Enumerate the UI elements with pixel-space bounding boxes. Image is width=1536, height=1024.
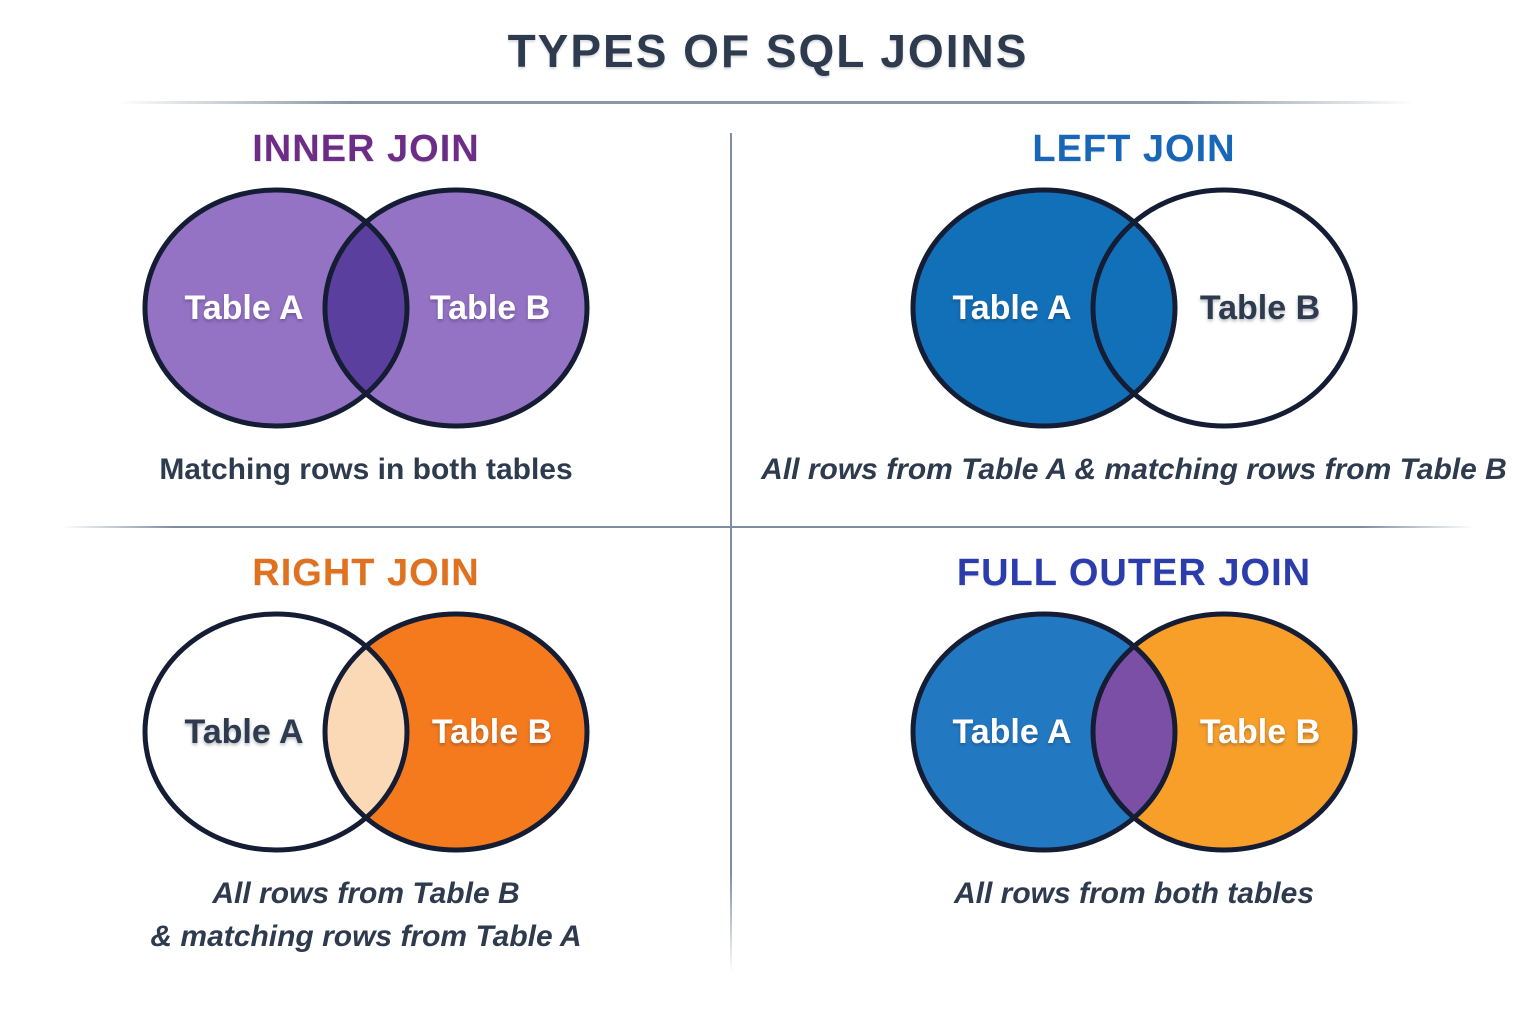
quadrant-right-join: RIGHT JOIN Table A Table B All rows from… xyxy=(0,527,732,1024)
table-a-label: Table A xyxy=(952,289,1071,327)
quadrant-grid: INNER JOIN Table A Table B Matching rows… xyxy=(0,103,1536,1024)
circle-b-outline xyxy=(1090,187,1358,429)
inner-join-title: INNER JOIN xyxy=(252,128,480,170)
caption-line: All rows from Table B xyxy=(212,876,520,910)
table-b-label: Table B xyxy=(1200,713,1320,751)
caption-line: Matching rows in both tables xyxy=(159,452,573,486)
table-b-label: Table B xyxy=(430,289,550,327)
right-join-title: RIGHT JOIN xyxy=(252,552,480,594)
quadrant-left-join: LEFT JOIN Table A Table B All rows from … xyxy=(732,103,1536,527)
circle-b-outline xyxy=(1090,611,1358,853)
caption-line: All rows from Table A & matching rows fr… xyxy=(761,452,1507,486)
table-a-label: Table A xyxy=(184,289,303,327)
table-b-label: Table B xyxy=(432,713,552,751)
quadrant-full-outer-join: FULL OUTER JOIN Table A Table B All rows… xyxy=(732,527,1536,1024)
full-outer-join-title: FULL OUTER JOIN xyxy=(956,552,1312,594)
title-divider xyxy=(118,101,1414,104)
circle-a-outline xyxy=(142,187,410,429)
horizontal-divider xyxy=(62,526,1474,528)
left-join-caption: All rows from Table A & matching rows fr… xyxy=(761,448,1507,492)
circle-a-outline xyxy=(142,611,410,853)
table-b-label: Table B xyxy=(1200,289,1320,327)
right-join-venn-diagram: Table A Table B xyxy=(142,611,590,853)
left-join-venn-diagram: Table A Table B xyxy=(910,187,1358,429)
page-title: TYPES OF SQL JOINS xyxy=(507,25,1029,77)
table-a-label: Table A xyxy=(952,713,1071,751)
full-outer-join-venn-diagram: Table A Table B xyxy=(910,611,1358,853)
circle-a-outline xyxy=(910,187,1178,429)
table-a-label: Table A xyxy=(184,713,303,751)
inner-join-venn-diagram: Table A Table B xyxy=(142,187,590,429)
circle-b-outline xyxy=(322,611,590,853)
left-join-title: LEFT JOIN xyxy=(1032,128,1236,170)
caption-line: & matching rows from Table A xyxy=(150,920,582,954)
right-join-caption: All rows from Table B & matching rows fr… xyxy=(150,872,581,959)
circle-b-outline xyxy=(322,187,590,429)
vertical-divider xyxy=(730,133,732,973)
quadrant-inner-join: INNER JOIN Table A Table B Matching rows… xyxy=(0,103,732,527)
inner-join-caption: Matching rows in both tables xyxy=(159,448,572,492)
full-outer-join-caption: All rows from both tables xyxy=(954,872,1314,916)
circle-a-outline xyxy=(910,611,1178,853)
caption-line: All rows from both tables xyxy=(953,876,1315,910)
